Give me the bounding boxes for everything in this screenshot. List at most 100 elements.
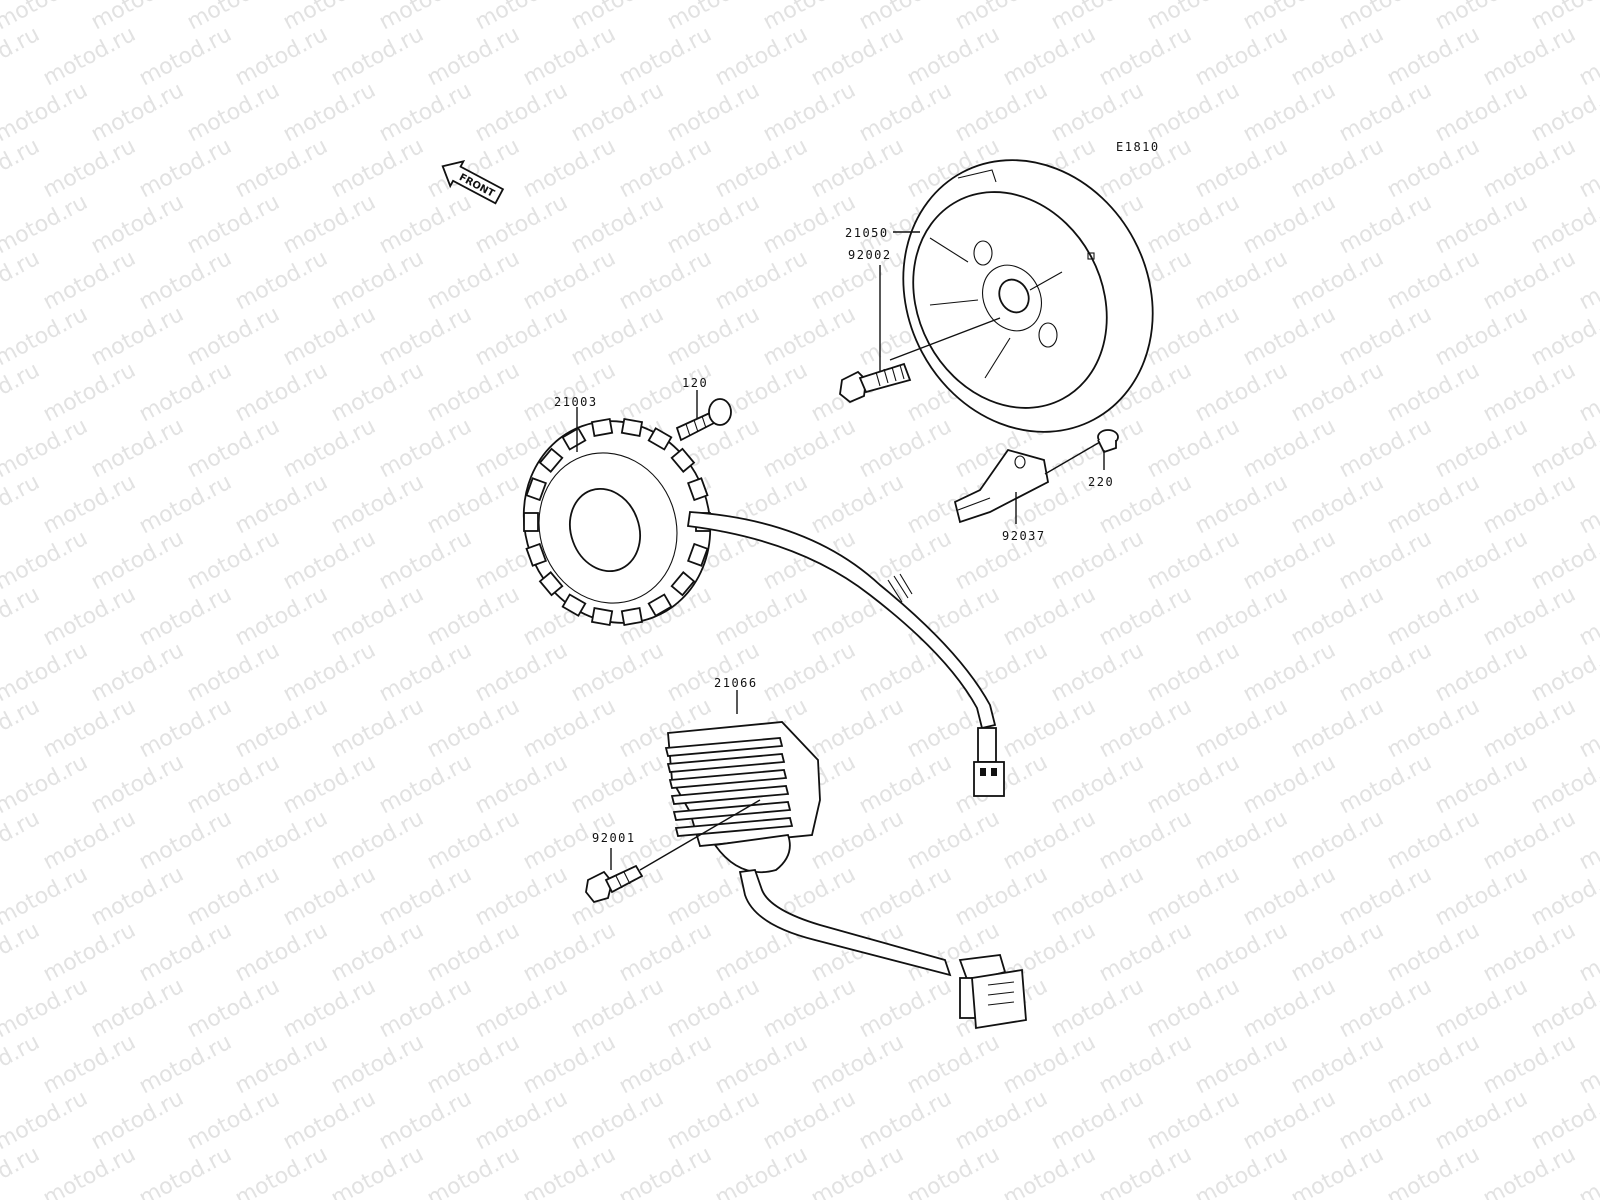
watermark-text: motod.ru: [1431, 638, 1532, 707]
watermark-text: motod.ru: [231, 22, 332, 91]
watermark-text: motod.ru: [519, 22, 620, 91]
watermark-text: motod.ru: [1383, 694, 1484, 763]
watermark-text: motod.ru: [855, 78, 956, 147]
regulator-fin: [670, 785, 790, 805]
watermark-text: motod.ru: [1479, 1142, 1580, 1200]
watermark-text: motod.ru: [1383, 582, 1484, 651]
watermark-text: motod.ru: [1047, 526, 1148, 595]
watermark-text: motod.ru: [1191, 1030, 1292, 1099]
watermark-text: motod.ru: [39, 358, 140, 427]
watermark-text: motod.ru: [423, 582, 524, 651]
watermark-text: motod.ru: [1143, 302, 1244, 371]
watermark-text: motod.ru: [759, 1086, 860, 1155]
watermark-text: motod.ru: [471, 974, 572, 1043]
watermark-text: motod.ru: [279, 190, 380, 259]
watermark-text: motod.ru: [135, 806, 236, 875]
watermark-text: motod.ru: [375, 862, 476, 931]
watermark-text: motod.ru: [1335, 0, 1436, 35]
watermark-text: motod.ru: [279, 302, 380, 371]
label-21066: 21066: [714, 676, 758, 690]
watermark-text: motod.ru: [1143, 526, 1244, 595]
watermark-text: motod.ru: [1335, 750, 1436, 819]
watermark-text: motod.ru: [423, 358, 524, 427]
watermark-text: motod.ru: [807, 22, 908, 91]
watermark-text: motod.ru: [951, 1086, 1052, 1155]
watermark-text: motod.ru: [1239, 78, 1340, 147]
watermark-text: motod.ru: [1239, 974, 1340, 1043]
watermark-text: motod.ru: [1431, 974, 1532, 1043]
watermark-text: motod.ru: [135, 134, 236, 203]
watermark-text: motod.ru: [87, 190, 188, 259]
stator-tooth: [670, 571, 696, 597]
watermark-text: motod.ru: [87, 0, 188, 35]
watermark-text: motod.ru: [519, 1030, 620, 1099]
stator-tooth: [620, 607, 644, 627]
watermark-text: motod.ru: [375, 190, 476, 259]
watermark-text: motod.ru: [39, 470, 140, 539]
watermark-text: motod.ru: [519, 1142, 620, 1200]
watermark-text: motod.ru: [1047, 638, 1148, 707]
watermark-text: motod.ru: [999, 1030, 1100, 1099]
watermark-text: motod.ru: [711, 1030, 812, 1099]
watermark-text: motod.ru: [231, 1030, 332, 1099]
watermark-text: motod.ru: [1047, 78, 1148, 147]
stator-tooth: [670, 447, 696, 473]
plate-92037: [953, 448, 1050, 524]
watermark-text: motod.ru: [87, 862, 188, 931]
stator-tooth: [647, 427, 673, 451]
watermark-text: motod.ru: [375, 414, 476, 483]
watermark-text: motod.ru: [567, 750, 668, 819]
watermark-text: motod.ru: [1431, 1086, 1532, 1155]
watermark-text: motod.ru: [1143, 0, 1244, 35]
watermark-text: motod.ru: [903, 806, 1004, 875]
watermark-text: motod.ru: [1143, 414, 1244, 483]
watermark-text: motod.ru: [183, 190, 284, 259]
watermark-text: motod.ru: [1239, 1086, 1340, 1155]
watermark-text: motod.ru: [39, 1030, 140, 1099]
watermark-text: motod.ru: [1095, 22, 1196, 91]
watermark-text: motod.ru: [375, 750, 476, 819]
watermark-text: motod.ru: [183, 1086, 284, 1155]
label-21050: 21050: [845, 226, 889, 240]
watermark-text: motod.ru: [1383, 134, 1484, 203]
watermark-text: motod.ru: [183, 974, 284, 1043]
watermark-text: motod.ru: [615, 22, 716, 91]
watermark-text: motod.ru: [1191, 134, 1292, 203]
watermark-text: motod.ru: [519, 918, 620, 987]
watermark-text: motod.ru: [327, 918, 428, 987]
watermark-text: motod.ru: [327, 1142, 428, 1200]
stator-tooth: [590, 417, 614, 437]
stator-tooth: [538, 447, 564, 473]
watermark-text: motod.ru: [423, 22, 524, 91]
stator-tooth: [523, 512, 539, 532]
watermark-text: motod.ru: [1143, 1086, 1244, 1155]
watermark-text: motod.ru: [423, 1030, 524, 1099]
watermark-text: motod.ru: [951, 78, 1052, 147]
watermark-text: motod.ru: [615, 246, 716, 315]
watermark-text: motod.ru: [567, 638, 668, 707]
watermark-text: motod.ru: [663, 302, 764, 371]
watermark-text: motod.ru: [0, 526, 92, 595]
watermark-text: motod.ru: [759, 414, 860, 483]
watermark-text: motod.ru: [135, 358, 236, 427]
watermark-text: motod.ru: [423, 918, 524, 987]
watermark-text: motod.ru: [1239, 862, 1340, 931]
watermark-text: motod.ru: [1431, 750, 1532, 819]
watermark-text: motod.ru: [663, 638, 764, 707]
stator-tooth: [687, 477, 709, 502]
watermark-text: motod.ru: [1335, 526, 1436, 595]
watermark-text: motod.ru: [471, 190, 572, 259]
watermark-text: motod.ru: [1575, 470, 1600, 539]
watermark-text: motod.ru: [1287, 246, 1388, 315]
watermark-text: motod.ru: [87, 974, 188, 1043]
watermark-text: motod.ru: [279, 862, 380, 931]
watermark-text: motod.ru: [663, 0, 764, 35]
watermark-text: motod.ru: [1479, 582, 1580, 651]
watermark-text: motod.ru: [327, 1030, 428, 1099]
watermark-text: motod.ru: [711, 1142, 812, 1200]
watermark-text: motod.ru: [135, 246, 236, 315]
screw-220: [1097, 429, 1119, 454]
watermark-text: motod.ru: [855, 974, 956, 1043]
watermark-text: motod.ru: [1335, 862, 1436, 931]
watermark-text: motod.ru: [711, 134, 812, 203]
